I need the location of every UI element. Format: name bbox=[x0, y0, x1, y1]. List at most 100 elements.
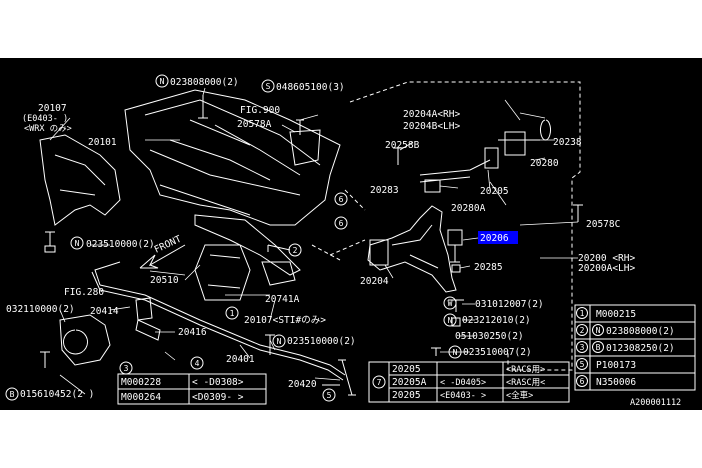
catalog-code: A200001112 bbox=[630, 398, 681, 408]
stabilizer-bar-2 bbox=[99, 289, 344, 381]
label-n023212010: 023212010(2) bbox=[462, 315, 531, 326]
highlight-20206 bbox=[478, 231, 518, 244]
callout-w bbox=[443, 296, 457, 310]
tm-row3-note: <全車> bbox=[506, 390, 533, 401]
bushing-20414 bbox=[135, 297, 153, 321]
callout-circles bbox=[5, 74, 462, 402]
part-labels: 023808000(2) 048605100(3) 20107 (E0403- … bbox=[6, 77, 635, 400]
callout-4-text: 4 bbox=[195, 359, 200, 368]
collar-20205 bbox=[484, 147, 499, 169]
crossmember-body bbox=[124, 89, 341, 226]
callout-4 bbox=[190, 356, 204, 370]
label-20101: 20101 bbox=[88, 137, 117, 148]
label-n023510007: 023510007(2) bbox=[463, 347, 532, 358]
tm-ref: 7 bbox=[377, 378, 382, 387]
front-arrow bbox=[139, 244, 186, 269]
bracket-20741a bbox=[261, 261, 296, 286]
tl-row2-part: M000264 bbox=[121, 392, 161, 403]
link-plate bbox=[194, 214, 301, 276]
label-n023510000-a: 023510000(2) bbox=[86, 239, 155, 250]
label-s048605100: 048605100(3) bbox=[276, 82, 345, 93]
callout-s-top-text: S bbox=[266, 82, 271, 91]
callout-6a bbox=[334, 192, 348, 206]
label-front: FRONT bbox=[153, 234, 184, 256]
label-20107: 20107 bbox=[38, 103, 67, 114]
clamp-20416 bbox=[135, 319, 161, 341]
callout-5 bbox=[322, 388, 336, 402]
table-mid-cells: 7 20205 <RACS用> 20205A < -D0405> <RASC用<… bbox=[377, 364, 546, 401]
tr-row1-part: M000215 bbox=[596, 309, 636, 320]
tl-row2-range: <D0309- > bbox=[192, 392, 244, 403]
label-fig280: FIG.280 bbox=[64, 287, 104, 298]
tr-row4-ref: 5 bbox=[580, 360, 585, 369]
tm-row2-part: 20205A bbox=[392, 377, 427, 388]
ball-joint-20206 bbox=[447, 229, 463, 246]
knuckle-hub bbox=[63, 329, 88, 355]
callout-5-text: 5 bbox=[327, 391, 332, 400]
label-20206[interactable]: 20206 bbox=[480, 233, 509, 244]
link-20420 bbox=[338, 359, 356, 396]
label-20204: 20204 bbox=[360, 276, 389, 287]
nut-023212010 bbox=[451, 317, 461, 327]
control-arm bbox=[367, 205, 457, 293]
bolt-bottom bbox=[431, 347, 441, 356]
callout-6b-text: 6 bbox=[339, 219, 344, 228]
callout-s-top bbox=[261, 79, 275, 93]
bracket-left-inner bbox=[54, 154, 106, 196]
rod-20258b bbox=[419, 159, 491, 183]
label-b015610452: 015610452(2 ) bbox=[20, 389, 94, 400]
label-20401: 20401 bbox=[226, 354, 255, 365]
callout-6a-text: 6 bbox=[339, 195, 344, 204]
callout-n-left-text: N bbox=[75, 239, 80, 248]
tm-row3-part: 20205 bbox=[392, 390, 421, 401]
nut-20285 bbox=[451, 264, 461, 273]
callout-n-left bbox=[70, 236, 84, 250]
tr-row4-part: P100173 bbox=[596, 360, 636, 371]
callout-w-text: W bbox=[448, 299, 453, 308]
table-right-cells: 1 M000215 2 N 023808000(2) 3 B 012308250… bbox=[580, 309, 675, 388]
tr-row5-part: N350006 bbox=[596, 377, 636, 388]
label-20200-rh: 20200 <RH> bbox=[578, 253, 635, 264]
tm-row3-range: <E0403- > bbox=[440, 391, 486, 401]
tr-row5-ref: 6 bbox=[580, 377, 585, 386]
bolt-center bbox=[267, 244, 291, 252]
callout-b-left-text: B bbox=[10, 390, 15, 399]
label-20200a-lh: 20200A<LH> bbox=[578, 263, 635, 274]
tm-row1-part: 20205 bbox=[392, 364, 421, 375]
label-20204a: 20204A<RH> bbox=[403, 109, 460, 120]
label-20107-sti: 20107<STI#のみ> bbox=[244, 315, 326, 326]
callout-n-023212010 bbox=[443, 313, 457, 327]
callout-texts: N S N 6 6 2 1 3 4 N 5 W N N B bbox=[10, 77, 458, 400]
tr-row3-badge: B bbox=[596, 343, 601, 352]
label-wrx: <WRX のみ> bbox=[24, 124, 72, 134]
label-20578c: 20578C bbox=[586, 219, 620, 230]
label-20204b: 20204B<LH> bbox=[403, 121, 460, 132]
label-w031012007: 031012007(2) bbox=[475, 299, 544, 310]
callout-3-text: 3 bbox=[124, 364, 129, 373]
fig900-bracket bbox=[289, 119, 321, 166]
label-e0403: (E0403- ) bbox=[22, 114, 68, 124]
callout-2-mid-text: 2 bbox=[293, 246, 298, 255]
callout-n-top bbox=[155, 74, 169, 88]
stabilizer-bend bbox=[91, 261, 121, 291]
tl-row1-part: M000228 bbox=[121, 377, 161, 388]
label-20205: 20205 bbox=[480, 186, 509, 197]
tm-row2-note: <RASC用< bbox=[506, 378, 545, 388]
callout-b-left bbox=[5, 387, 19, 401]
bolt-20258b bbox=[393, 147, 403, 165]
bolt-20401 bbox=[265, 334, 275, 355]
label-20283: 20283 bbox=[370, 185, 399, 196]
dashed-frame bbox=[349, 81, 581, 371]
callout-2-mid bbox=[288, 243, 302, 257]
callout-1 bbox=[225, 306, 239, 320]
callout-n-023510007 bbox=[448, 345, 462, 359]
crossmember-rib bbox=[144, 99, 321, 216]
table-right bbox=[574, 304, 696, 391]
bushing-20280 bbox=[498, 131, 540, 156]
washer-20238 bbox=[540, 119, 551, 141]
stud-20283 bbox=[424, 179, 441, 193]
label-n051030250: 051030250(2) bbox=[455, 331, 524, 342]
tr-row2-badge: N bbox=[596, 326, 601, 335]
stabilizer-bar bbox=[99, 284, 346, 376]
